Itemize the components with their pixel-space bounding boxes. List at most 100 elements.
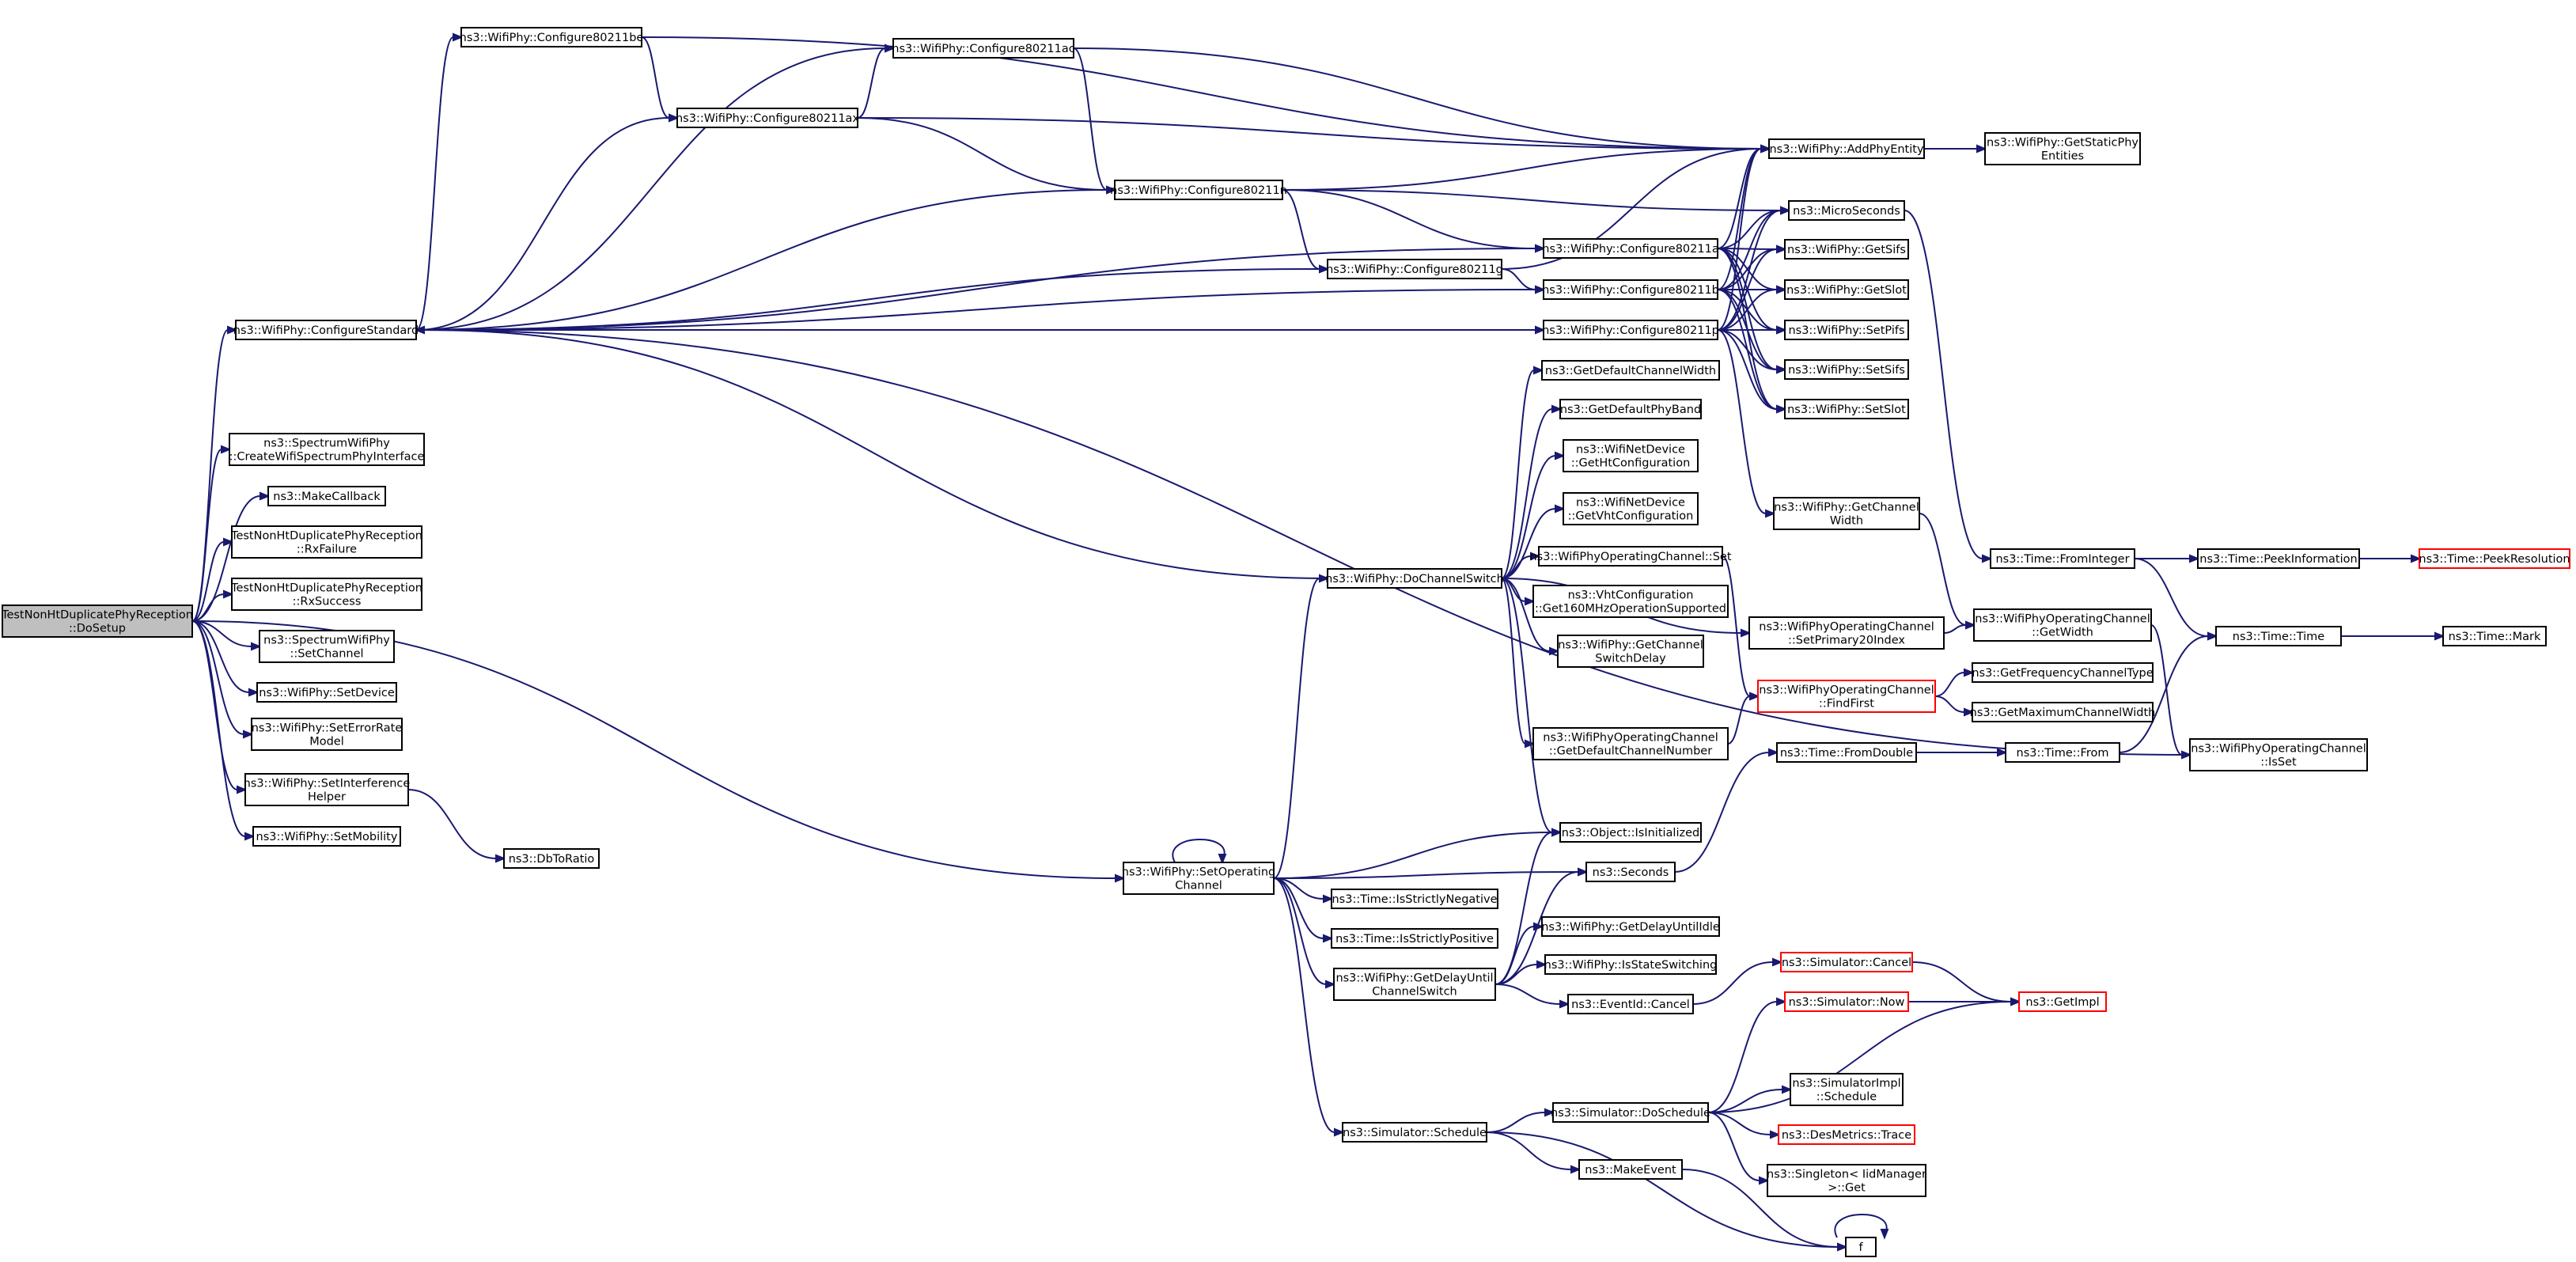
node-getdelidle[interactable]: ns3::WifiPhy::GetDelayUntilIdle (1541, 916, 1720, 937)
node-peekres[interactable]: ns3::Time::PeekResolution (2419, 548, 2570, 569)
node-root[interactable]: TestNonHtDuplicatePhyReception::DoSetup (1, 604, 193, 638)
node-getfreqct[interactable]: ns3::GetFrequencyChannelType (1972, 662, 2154, 683)
node-setmob[interactable]: ns3::WifiPhy::SetMobility (252, 826, 401, 847)
edge-dosched-to-singleton (1707, 1112, 1770, 1185)
node-getslot[interactable]: ns3::WifiPhy::GetSlot (1784, 279, 1909, 300)
node-fromdbl[interactable]: ns3::Time::FromDouble (1776, 742, 1917, 763)
node-getvht[interactable]: ns3::WifiNetDevice::GetVhtConfiguration (1563, 492, 1699, 525)
edge-docs-to-getdefcw (1501, 366, 1544, 579)
node-getdefcw[interactable]: ns3::GetDefaultChannelWidth (1541, 360, 1720, 381)
node-timetime[interactable]: ns3::Time::Time (2215, 626, 2342, 646)
node-label: ns3::GetDefaultChannelWidth (1545, 365, 1716, 377)
node-addphy[interactable]: ns3::WifiPhy::AddPhyEntity (1768, 138, 1925, 159)
node-cfgn[interactable]: ns3::WifiPhy::Configure80211n (1110, 180, 1287, 200)
node-label: ns3::WifiPhy::SetSifs (1788, 364, 1905, 377)
node-cfgax[interactable]: ns3::WifiPhy::Configure80211ax (676, 108, 859, 128)
node-label: ns3::WifiPhy::SetSlot (1787, 404, 1906, 416)
edge-root-to-setint (191, 620, 248, 794)
node-evcancel[interactable]: ns3::EventId::Cancel (1567, 994, 1694, 1014)
node-vht160[interactable]: ns3::VhtConfiguration::Get160MHzOperatio… (1532, 585, 1729, 618)
node-seconds[interactable]: ns3::Seconds (1585, 862, 1676, 882)
node-cfgac[interactable]: ns3::WifiPhy::Configure80211ac (892, 38, 1075, 59)
node-cfgb[interactable]: ns3::WifiPhy::Configure80211b (1542, 279, 1719, 300)
node-getht[interactable]: ns3::WifiNetDevice::GetHtConfiguration (1563, 439, 1699, 472)
node-cfga[interactable]: ns3::WifiPhy::Configure80211a (1542, 238, 1719, 259)
node-setp20[interactable]: ns3::WifiPhyOperatingChannel::SetPrimary… (1748, 616, 1945, 650)
node-getsifs[interactable]: ns3::WifiPhy::GetSifs (1784, 239, 1909, 260)
node-label: ns3::WifiPhyOperatingChannel (1543, 732, 1718, 745)
node-cfgp[interactable]: ns3::WifiPhy::Configure80211p (1542, 320, 1719, 340)
node-rxsucc[interactable]: TestNonHtDuplicatePhyReception::RxSucces… (230, 578, 422, 611)
node-label: SwitchDelay (1595, 653, 1666, 665)
edge-cfgn-to-cfgg (1282, 189, 1330, 274)
node-label: TestNonHtDuplicatePhyReception (230, 582, 422, 595)
node-getdefcn[interactable]: ns3::WifiPhyOperatingChannel::GetDefault… (1532, 727, 1729, 760)
edge-docs-to-cfgstd (414, 325, 1328, 579)
node-getdefpb[interactable]: ns3::GetDefaultPhyBand (1559, 399, 1702, 419)
node-isneg[interactable]: ns3::Time::IsStrictlyNegative (1331, 889, 1498, 909)
node-label: ns3::WifiNetDevice (1576, 444, 1685, 457)
node-label: ns3::WifiPhyOperatingChannel (1759, 621, 1934, 634)
edge-cfgp-to-getsifs (1717, 244, 1787, 331)
node-label: ns3::WifiPhy::SetDevice (259, 687, 395, 699)
node-getmaxcw[interactable]: ns3::GetMaximumChannelWidth (1970, 702, 2156, 722)
node-opchset[interactable]: ns3::WifiPhyOperatingChannel::Set (1529, 546, 1732, 567)
node-timefrom[interactable]: ns3::Time::From (2005, 742, 2120, 763)
node-micro[interactable]: ns3::MicroSeconds (1788, 200, 1905, 221)
node-setpifs[interactable]: ns3::WifiPhy::SetPifs (1784, 320, 1909, 340)
edge-root-to-cfgstd (191, 325, 238, 622)
node-setdev[interactable]: ns3::WifiPhy::SetDevice (256, 682, 397, 703)
node-setchan[interactable]: ns3::SpectrumWifiPhy::SetChannel (259, 630, 395, 663)
edge-docs-to-getdefcn (1501, 578, 1536, 748)
node-makecb[interactable]: ns3::MakeCallback (267, 486, 386, 506)
node-label: ns3::SpectrumWifiPhy (263, 438, 390, 450)
node-label: ns3::WifiPhyOperatingChannel (1759, 684, 1934, 697)
node-opisset[interactable]: ns3::WifiPhyOperatingChannel::IsSet (2189, 738, 2368, 771)
node-label: ns3::WifiPhy::SetErrorRate (252, 722, 403, 735)
node-findfirst[interactable]: ns3::WifiPhyOperatingChannel::FindFirst (1757, 680, 1936, 713)
node-setsifs[interactable]: ns3::WifiPhy::SetSifs (1784, 359, 1909, 380)
node-dbtoratio[interactable]: ns3::DbToRatio (503, 848, 600, 869)
node-isinit[interactable]: ns3::Object::IsInitialized (1559, 822, 1702, 843)
node-opgetw[interactable]: ns3::WifiPhyOperatingChannel::GetWidth (1973, 608, 2152, 642)
edge-simsched-to-dosched (1486, 1108, 1555, 1133)
node-desmet[interactable]: ns3::DesMetrics::Trace (1778, 1124, 1915, 1145)
node-dosched[interactable]: ns3::Simulator::DoSchedule (1551, 1102, 1710, 1123)
node-label: ns3::Simulator::Now (1789, 996, 1905, 1009)
edge-timefrom-to-timetime (2119, 631, 2218, 753)
node-cfgbe[interactable]: ns3::WifiPhy::Configure80211be (460, 27, 644, 47)
node-ispos[interactable]: ns3::Time::IsStrictlyPositive (1331, 928, 1498, 949)
node-simnow[interactable]: ns3::Simulator::Now (1784, 991, 1909, 1012)
edge-peekinfo-to-peekres (2359, 554, 2422, 563)
node-cfgg[interactable]: ns3::WifiPhy::Configure80211g (1326, 259, 1503, 279)
edge-cfgp-to-getchw (1717, 329, 1776, 518)
node-docs[interactable]: ns3::WifiPhy::DoChannelSwitch (1325, 568, 1504, 589)
node-getimpl[interactable]: ns3::GetImpl (2018, 991, 2107, 1012)
node-timemark[interactable]: ns3::Time::Mark (2442, 626, 2547, 646)
node-singleton[interactable]: ns3::Singleton< IidManager >::Get (1767, 1164, 1926, 1197)
node-label: ns3::WifiPhy::GetChannel (1558, 639, 1703, 652)
edge-dosched-to-simimpl (1707, 1085, 1793, 1113)
node-cfgstd[interactable]: ns3::WifiPhy::ConfigureStandard (233, 320, 419, 340)
node-fromint[interactable]: ns3::Time::FromInteger (1990, 548, 2135, 569)
edge-cfgstd-to-cfga (415, 244, 1546, 331)
node-simimpl[interactable]: ns3::SimulatorImpl::Schedule (1790, 1073, 1904, 1106)
node-peekinfo[interactable]: ns3::Time::PeekInformation (2197, 548, 2360, 569)
node-setslot[interactable]: ns3::WifiPhy::SetSlot (1784, 399, 1909, 419)
node-simcancel[interactable]: ns3::Simulator::Cancel (1780, 952, 1913, 972)
node-isstatesw[interactable]: ns3::WifiPhy::IsStateSwitching (1544, 954, 1718, 975)
node-createspec[interactable]: ns3::SpectrumWifiPhy::CreateWifiSpectrum… (229, 433, 425, 466)
node-simsched[interactable]: ns3::Simulator::Schedule (1342, 1122, 1487, 1143)
node-rxfail[interactable]: TestNonHtDuplicatePhyReception::RxFailur… (230, 525, 422, 559)
node-f[interactable]: f (1845, 1237, 1877, 1257)
node-label: ns3::Simulator::Cancel (1782, 957, 1911, 969)
node-makeev[interactable]: ns3::MakeEvent (1578, 1159, 1683, 1180)
edge-evcancel-to-simcancel (1692, 957, 1783, 1005)
